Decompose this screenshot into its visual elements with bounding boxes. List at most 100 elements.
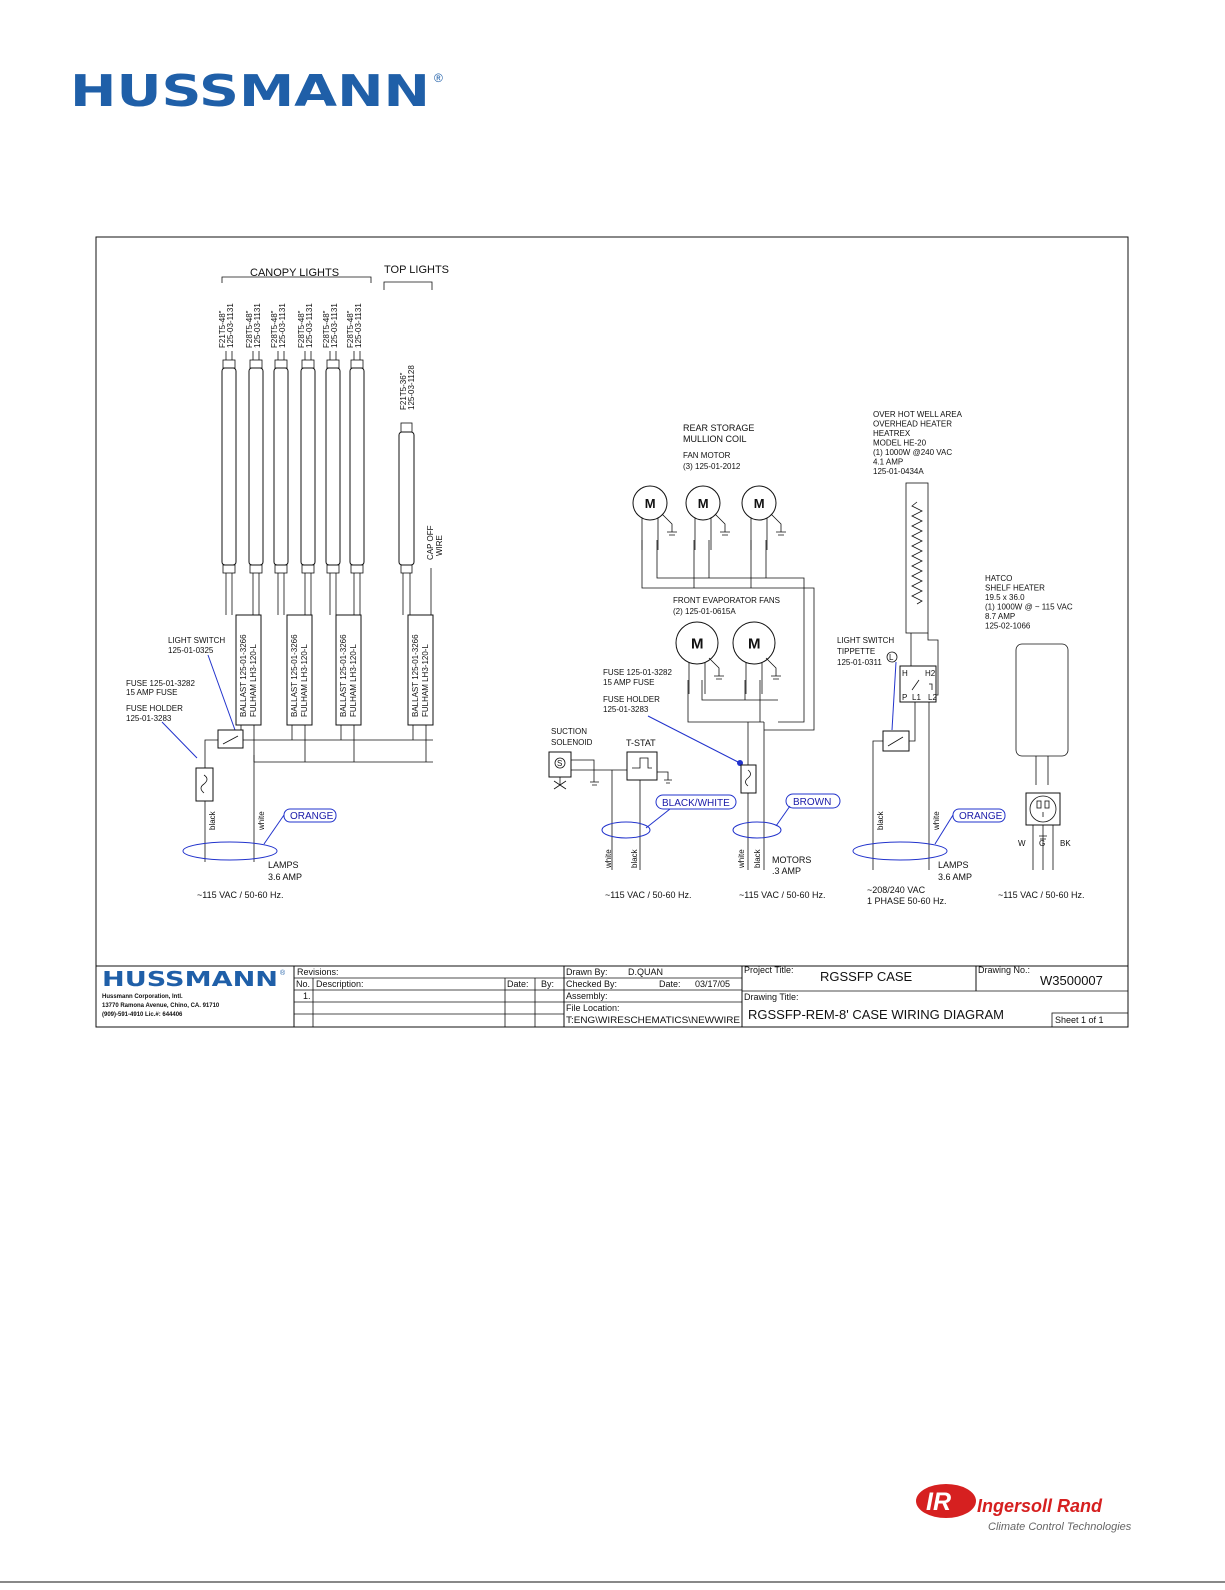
title-block-logo: HUSSMANN — [102, 967, 278, 991]
right-wire-bundle — [852, 841, 948, 861]
ballast-part: BALLAST 125-01-3266 — [290, 634, 299, 717]
light-switch-label: LIGHT SWITCH — [168, 636, 225, 645]
heater-spec-line: OVERHEAD HEATER — [873, 420, 952, 429]
date-label: Date: — [507, 979, 529, 989]
mid-fuse-holder-part: 125-01-3283 — [603, 705, 649, 714]
heater-spec-line: MODEL HE-20 — [873, 439, 927, 448]
rear-storage-label: REAR STORAGE — [683, 423, 754, 433]
drawing-no-value: W3500007 — [1040, 973, 1103, 988]
left-black-wire-label: black — [208, 810, 217, 830]
left-light-switch — [217, 729, 244, 749]
heater-spec-line: OVER HOT WELL AREA — [873, 410, 963, 419]
assembly-label: Assembly: — [566, 991, 608, 1001]
mid-black-left: black — [630, 848, 639, 868]
shelf-heater-spec-line: SHELF HEATER — [985, 584, 1045, 593]
ballast-model: FULHAM LH3-120-L — [349, 644, 358, 717]
fan-motors-section: REAR STORAGE MULLION COIL FAN MOTOR (3) … — [548, 423, 841, 900]
left-white-wire-label: white — [257, 811, 266, 831]
company-name: Hussmann Corporation, Intl. — [102, 994, 183, 1000]
switch-l2-mark: L2 — [928, 693, 937, 702]
lamp-end-cap — [326, 564, 340, 574]
drawing-title-value: RGSSFP-REM-8' CASE WIRING DIAGRAM — [748, 1007, 1004, 1022]
front-fans-label: FRONT EVAPORATOR FANS — [673, 596, 780, 605]
cap-off-label: CAP OFF — [426, 525, 435, 560]
climate-control-tagline: Climate Control Technologies — [988, 1521, 1132, 1533]
right-white-wire-label: white — [932, 811, 941, 831]
ballast — [335, 614, 362, 726]
ballast-model: FULHAM LH3-120-L — [249, 644, 258, 717]
ballast-part: BALLAST 125-01-3266 — [339, 634, 348, 717]
lamp-model-label: F28T5-48" — [297, 310, 306, 348]
motor-symbol: M — [754, 496, 765, 511]
lamp-part-label: 125-03-1131 — [253, 303, 262, 348]
lamp-part-label: 125-03-1131 — [330, 303, 339, 348]
ballast — [235, 614, 262, 726]
mid-left-wire-bundle — [601, 821, 651, 839]
lamp-model-label: F21T5-48" — [218, 310, 227, 348]
checked-by-label: Checked By: — [566, 979, 617, 989]
shelf-heater-spec-line: 8.7 AMP — [985, 612, 1015, 621]
cap-off-wire-label: WIRE — [435, 535, 444, 556]
shelf-heater-spec-line: (1) 1000W @ ~ 115 VAC — [985, 603, 1073, 612]
black-white-tag — [655, 794, 737, 810]
fan-motor: M — [741, 485, 786, 550]
lamp-model-label: F28T5-48" — [322, 310, 331, 348]
file-location-label: File Location: — [566, 1003, 620, 1013]
ballast-part: BALLAST 125-01-3266 — [411, 634, 420, 717]
tstat-box — [626, 751, 658, 781]
motor-symbol: M — [645, 496, 656, 511]
ballast — [407, 614, 434, 726]
lamp-end-cap — [274, 359, 288, 369]
left-lamps-label: LAMPS — [268, 860, 299, 870]
ballast — [286, 614, 313, 726]
right-lamps-label: LAMPS — [938, 860, 969, 870]
mid-fuse-holder-label: FUSE HOLDER — [603, 695, 660, 704]
no-label: No. — [296, 979, 310, 989]
solenoid-label: SOLENOID — [551, 738, 593, 747]
ballast-model: FULHAM LH3-120-L — [421, 644, 430, 717]
mid-white-left: white — [604, 849, 613, 869]
plug-bk-label: BK — [1060, 839, 1071, 848]
description-label: Description: — [316, 979, 364, 989]
lamp-part-label: 125-03-1131 — [226, 303, 235, 348]
front-fans-part: (2) 125-01-0615A — [673, 607, 736, 616]
drawing-frame — [95, 236, 1129, 1028]
light-switch-part: 125-01-0325 — [168, 646, 214, 655]
left-orange-label: ORANGE — [290, 811, 334, 822]
shelf-heater-spec-line: HATCO — [985, 574, 1012, 583]
motor-symbol: M — [698, 496, 709, 511]
ballast-part: BALLAST 125-01-3266 — [239, 634, 248, 717]
motors-label: MOTORS — [772, 855, 811, 865]
fan-motor: M — [675, 621, 724, 694]
mid-fuse-holder — [740, 764, 757, 794]
fuse-amp-label: 15 AMP FUSE — [126, 688, 177, 697]
right-orange-label: ORANGE — [959, 811, 1003, 822]
drawing-title-label: Drawing Title: — [744, 992, 799, 1002]
project-title-value: RGSSFP CASE — [820, 969, 913, 984]
motor-symbol: M — [748, 636, 761, 653]
title-block-reg-mark: ® — [280, 969, 286, 977]
mullion-coil-label: MULLION COIL — [683, 434, 747, 444]
title-block: HUSSMANN ® Hussmann Corporation, Intl. 1… — [96, 965, 1129, 1028]
left-supply-label: ~115 VAC / 50-60 Hz. — [197, 890, 283, 900]
left-lamps-amp: 3.6 AMP — [268, 872, 302, 882]
company-phone: (909)-591-4910 Lic.#: 644406 — [102, 1012, 183, 1018]
ingersoll-rand-name: Ingersoll Rand — [977, 1496, 1103, 1516]
lamp-tube — [273, 367, 289, 566]
heater-spec-line: 125-01-0434A — [873, 467, 924, 476]
hussmann-logo: HUSSMANN — [70, 66, 430, 117]
fan-motor: M — [732, 621, 781, 694]
left-fuse-holder — [195, 767, 214, 802]
shelf-heater-body — [1015, 643, 1069, 757]
lamp-end-cap — [222, 564, 236, 574]
right-switch-part: 125-01-0311 — [837, 658, 882, 667]
tstat-label: T-STAT — [626, 738, 656, 748]
lamp-end-cap — [249, 359, 263, 369]
registered-mark: ® — [434, 71, 443, 85]
fan-motor: M — [685, 485, 730, 550]
lamp-end-cap — [301, 564, 315, 574]
project-title-label: Project Title: — [744, 965, 794, 975]
revisions-label: Revisions: — [297, 967, 339, 977]
fan-motor: M — [632, 485, 677, 550]
lamp-end-cap — [222, 359, 236, 369]
